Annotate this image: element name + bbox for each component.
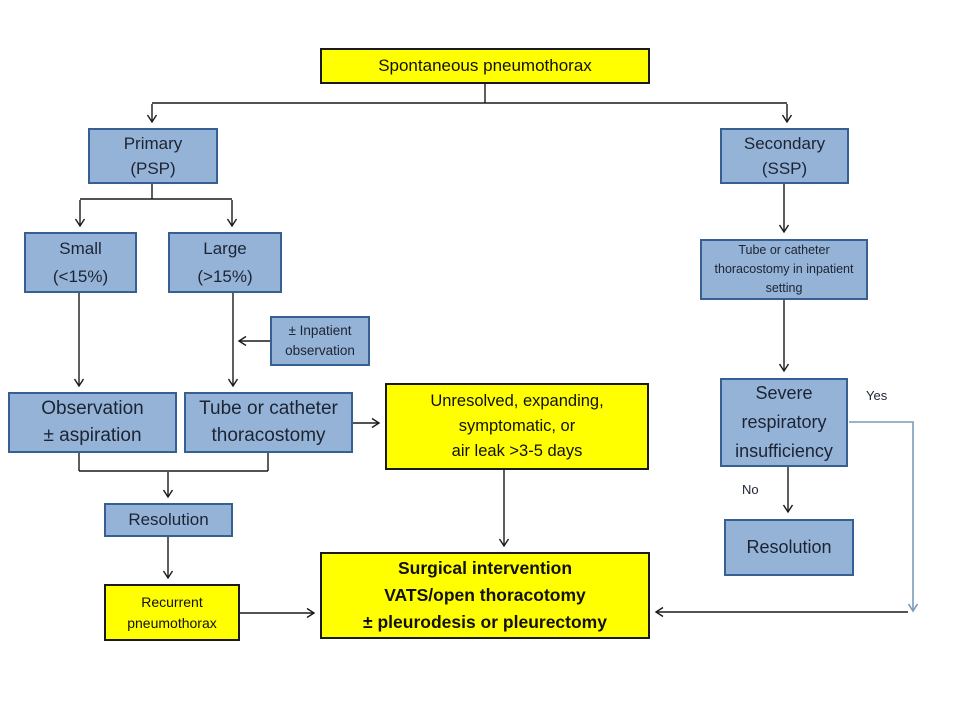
node-tube-thoracostomy-inpatient: Tube or catheter thoracostomy in inpatie… [700, 239, 868, 300]
node-observation-aspiration: Observation ± aspiration [8, 392, 177, 453]
edge-label-no: No [742, 482, 759, 497]
edge-label-yes: Yes [866, 388, 888, 403]
node-small-pneumothorax: Small (<15%) [24, 232, 137, 293]
node-spontaneous-pneumothorax: Spontaneous pneumothorax [320, 48, 650, 84]
node-large-pneumothorax: Large (>15%) [168, 232, 282, 293]
node-unresolved-criteria: Unresolved, expanding, symptomatic, or a… [385, 383, 649, 470]
node-resolution-primary: Resolution [104, 503, 233, 537]
node-inpatient-observation: ± Inpatient observation [270, 316, 370, 366]
node-primary-psp: Primary (PSP) [88, 128, 218, 184]
connector-severe-yes-path [849, 421, 919, 613]
connector-merge-to-resolution [78, 453, 269, 472]
node-surgical-intervention: Surgical intervention VATS/open thoracot… [320, 552, 650, 639]
connector-primary-split [80, 184, 232, 200]
node-secondary-ssp: Secondary (SSP) [720, 128, 849, 184]
node-tube-thoracostomy: Tube or catheter thoracostomy [184, 392, 353, 453]
node-severe-respiratory-insufficiency: Severe respiratory insufficiency [720, 378, 848, 467]
node-recurrent-pneumothorax: Recurrent pneumothorax [104, 584, 240, 641]
node-resolution-secondary: Resolution [724, 519, 854, 576]
connector-root-split [152, 84, 787, 104]
